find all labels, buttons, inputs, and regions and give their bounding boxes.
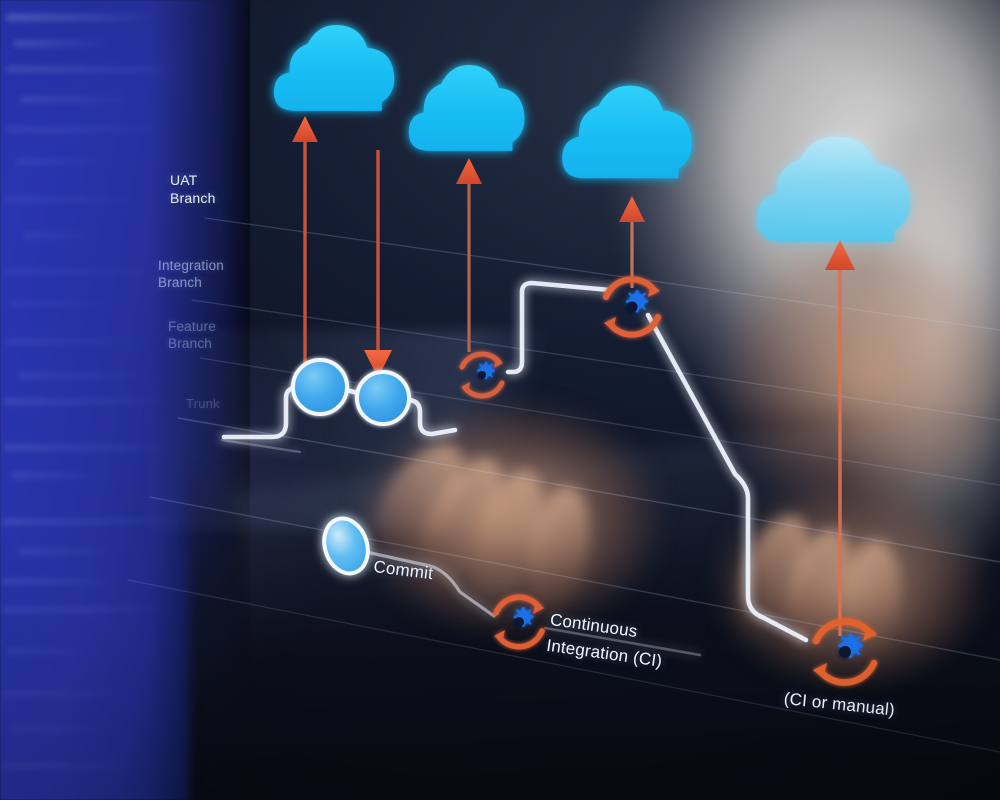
screenshot-stage: UAT Branch Integration Branch Feature Br… <box>0 0 1000 800</box>
vignette-overlay <box>0 0 1000 800</box>
